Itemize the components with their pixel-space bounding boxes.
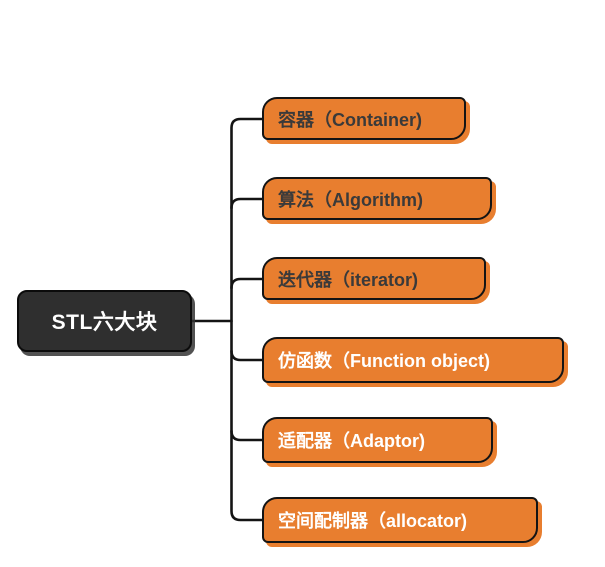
- connector-branch-iterator: [230, 277, 264, 290]
- connector-branch-algorithm: [230, 197, 264, 210]
- branch-node-label: 迭代器（iterator): [278, 269, 419, 290]
- branch-node-algorithm[interactable]: 算法（Algorithm): [262, 177, 492, 220]
- branch-node-label: 算法（Algorithm): [278, 189, 423, 210]
- branch-node-label: 空间配制器（allocator): [278, 511, 468, 531]
- branch-node-label: 仿函数（Function object): [278, 351, 490, 371]
- branch-node-iterator[interactable]: 迭代器（iterator): [262, 257, 486, 300]
- connector-trunk: [230, 117, 264, 522]
- branch-node-label: 适配器（Adaptor): [278, 431, 425, 451]
- root-node-stl[interactable]: STL六大块: [17, 290, 192, 352]
- branch-node-allocator[interactable]: 空间配制器（allocator): [262, 497, 538, 543]
- connector-branch-function-object: [230, 349, 264, 362]
- root-node-label: STL六大块: [51, 311, 158, 334]
- branch-node-container[interactable]: 容器（Container): [262, 97, 466, 140]
- branch-node-adaptor[interactable]: 适配器（Adaptor): [262, 417, 493, 463]
- branch-node-function-object[interactable]: 仿函数（Function object): [262, 337, 564, 383]
- branch-node-label: 容器（Container): [278, 109, 422, 130]
- connector-branch-adaptor: [230, 429, 264, 442]
